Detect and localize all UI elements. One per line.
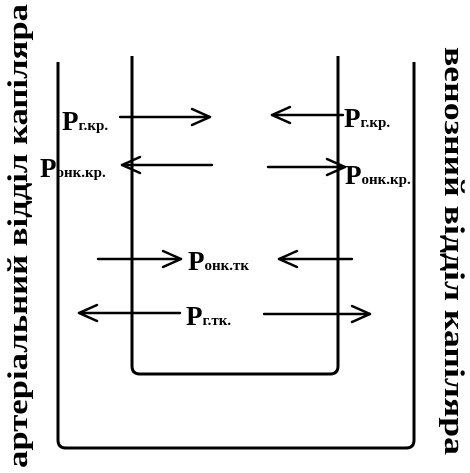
- side-label-arterial: артеріальний відділ капіляра: [2, 3, 34, 468]
- arrow-p-onk-tk-left: [96, 249, 183, 269]
- arrow-p-g-kr-left: [118, 107, 212, 127]
- arrow-p-g-kr-right: [270, 105, 345, 125]
- label-p-g-tk: Pг.тк.: [186, 301, 231, 331]
- label-p-g-kr-left: Pг.кр.: [62, 106, 108, 136]
- label-p-onk-tk: Pонк.тк: [188, 246, 249, 276]
- arrow-p-g-tk-left: [77, 303, 182, 323]
- side-label-venous: венозний відділ капіляра: [438, 47, 470, 456]
- label-p-onk-kr-left: Pонк.кр.: [40, 153, 106, 183]
- arrow-p-onk-tk-right: [277, 249, 354, 269]
- label-p-onk-kr-right: Pонк.кр.: [345, 160, 411, 190]
- outer-vessel-wall: [56, 62, 416, 450]
- arrow-p-onk-kr-left: [120, 155, 214, 175]
- arrow-p-g-tk-right: [262, 304, 372, 324]
- label-p-g-kr-right: Pг.кр.: [344, 103, 390, 133]
- arrow-p-onk-kr-right: [266, 157, 347, 177]
- capillary-wall: [130, 56, 340, 376]
